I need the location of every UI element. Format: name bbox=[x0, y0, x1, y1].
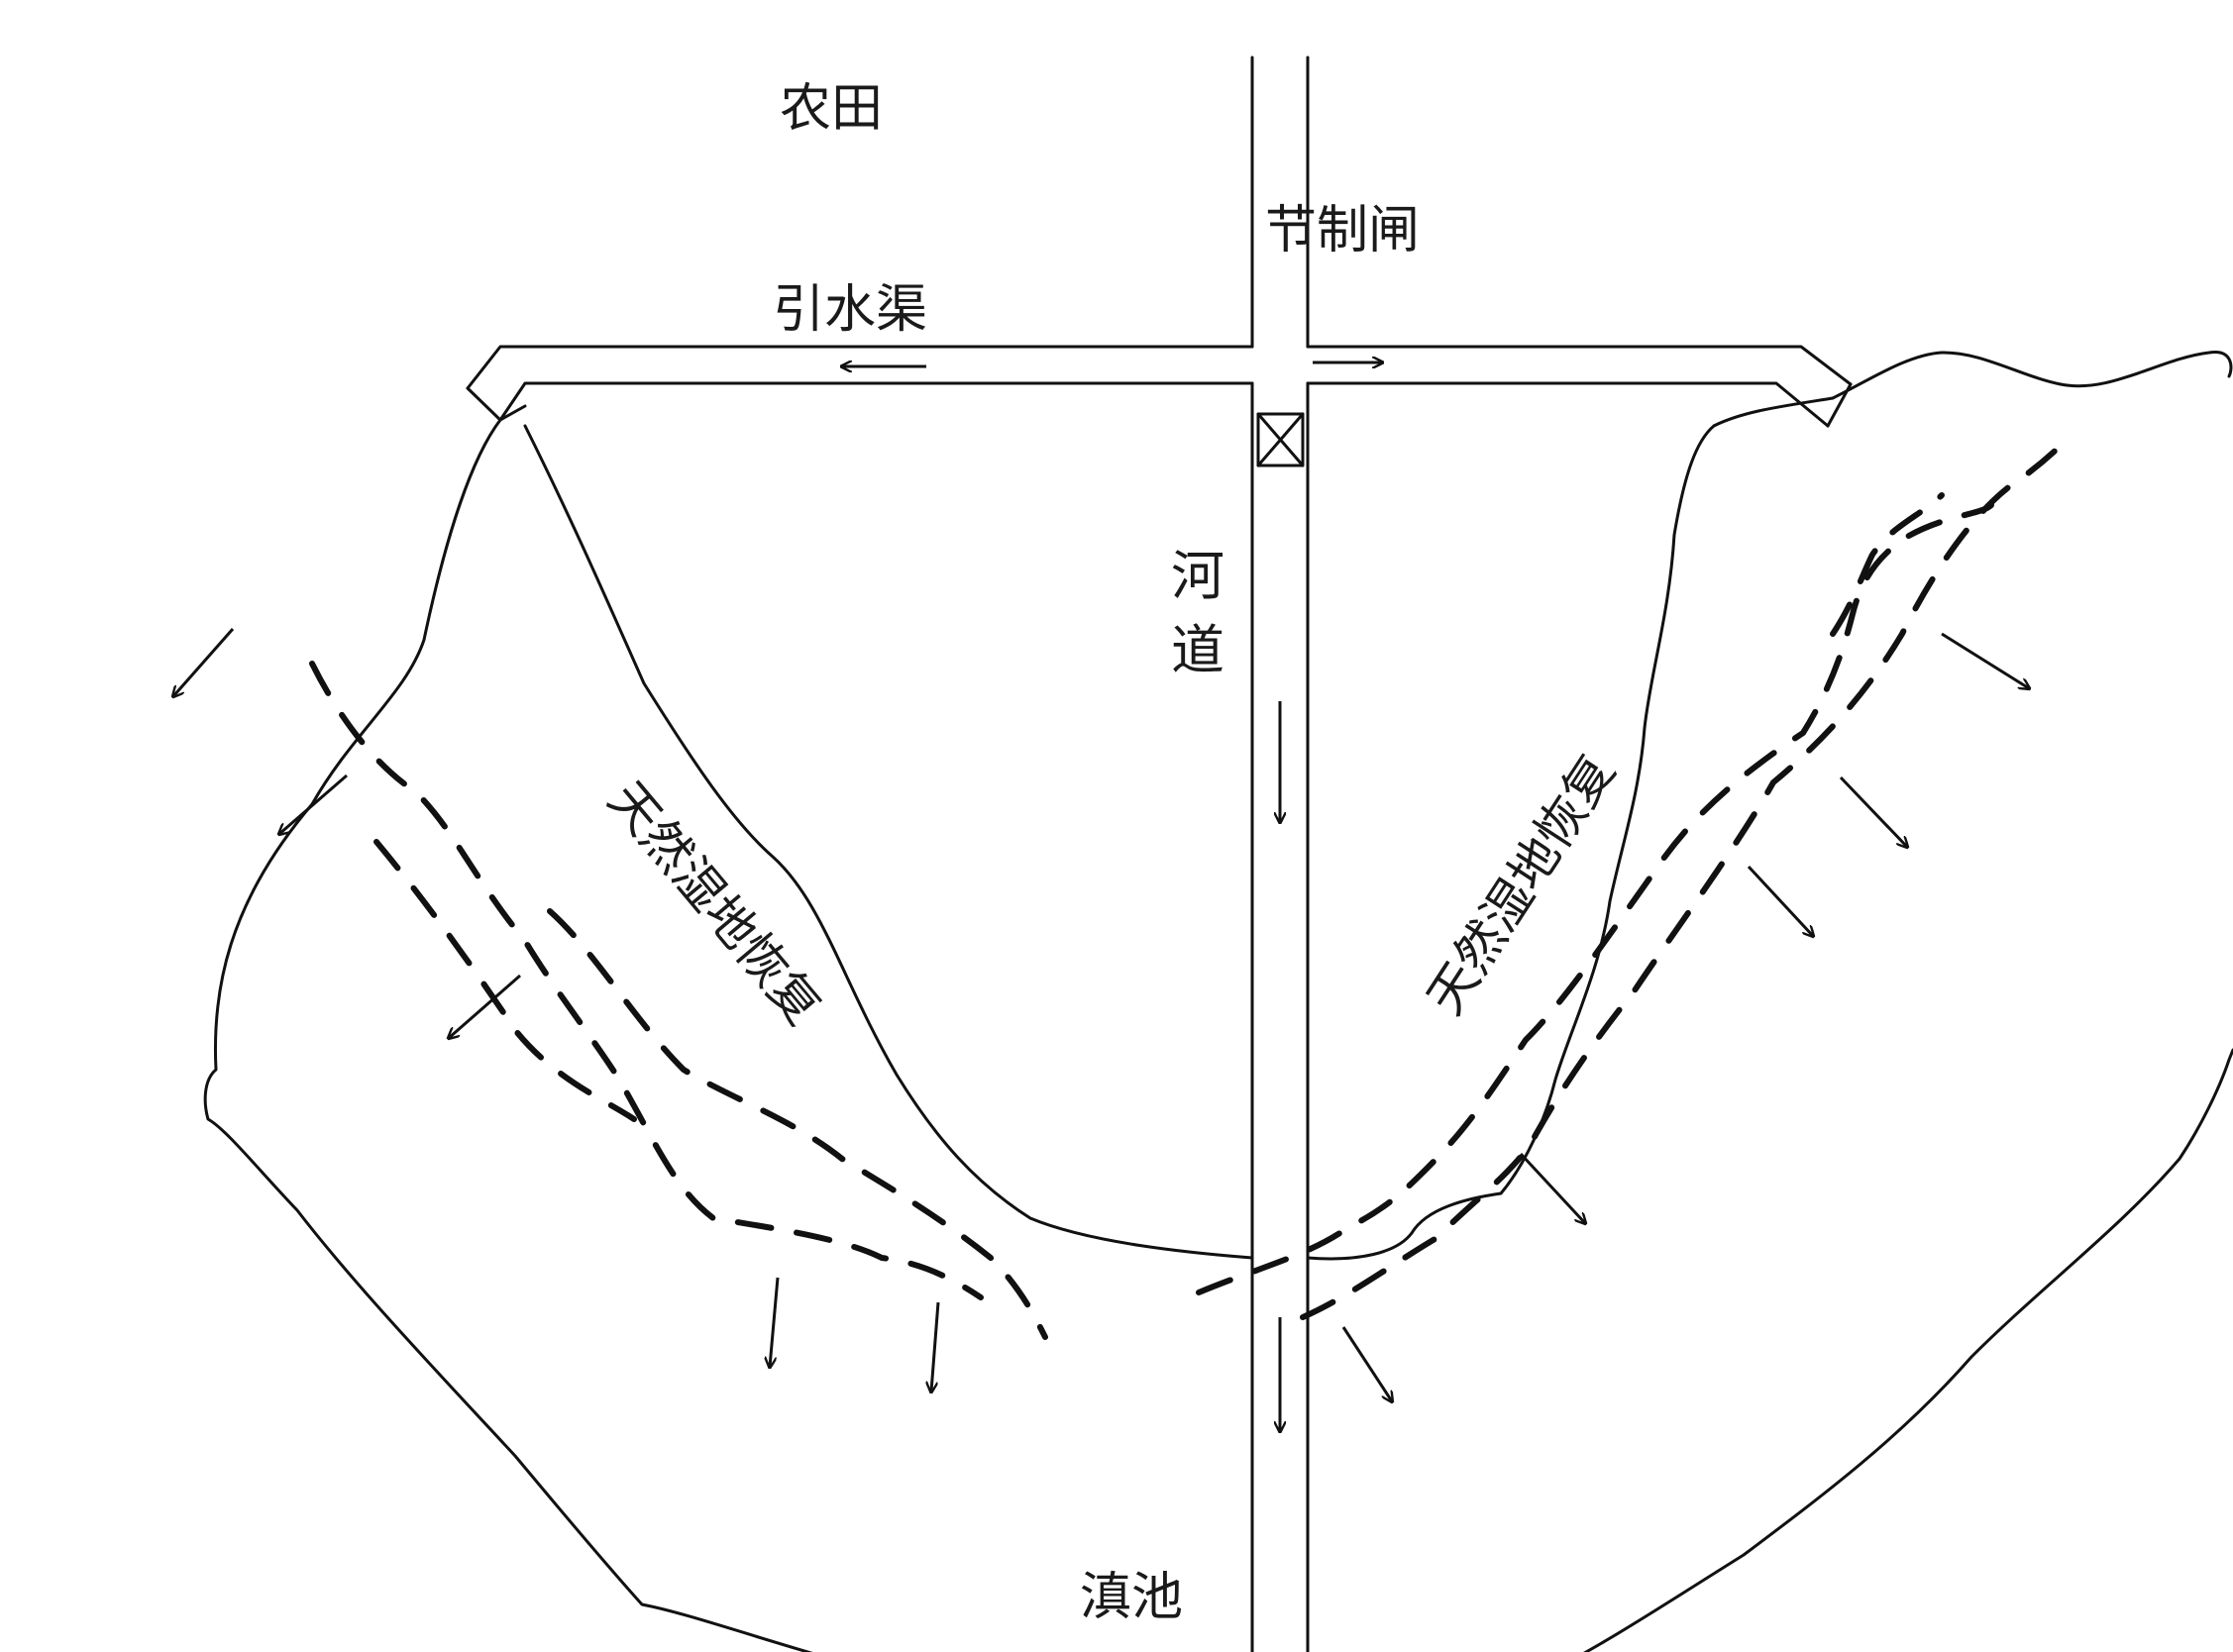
dashed-channel-left-b bbox=[547, 908, 1048, 1340]
dashed-channel-right-a bbox=[1196, 502, 1994, 1295]
left-wetland-boundary bbox=[203, 404, 813, 1652]
bay-boundary-right bbox=[1306, 424, 1716, 1261]
river-label-char-1: 河 bbox=[1171, 545, 1224, 607]
seep-arrow-bottom-2 bbox=[931, 1301, 940, 1392]
dashed-channel-left-a bbox=[309, 661, 984, 1300]
right-wetland-boundary bbox=[1583, 1048, 2233, 1652]
dashed-channel-right-c bbox=[1830, 492, 1945, 637]
wetland-label-left: 天然湿地恢复 bbox=[597, 771, 832, 1035]
seep-arrow-bottom-1 bbox=[770, 1277, 780, 1367]
seep-arrow-right-1 bbox=[1341, 1326, 1392, 1401]
sluice-gate-cross-2 bbox=[1256, 412, 1305, 467]
seep-arrow-left-1 bbox=[173, 628, 235, 696]
seep-arrow-left-2 bbox=[279, 774, 348, 834]
seep-arrow-right-3 bbox=[1747, 865, 1813, 936]
sluice-gate-box bbox=[1256, 412, 1305, 467]
seep-arrow-right-5 bbox=[1941, 632, 2029, 688]
canal-left-outer bbox=[466, 345, 1254, 390]
right-wetland-boundary-side bbox=[1712, 396, 1835, 428]
canal-left-inner bbox=[498, 381, 1254, 422]
wetland-label-right: 天然湿地恢复 bbox=[1416, 744, 1626, 1024]
farmland-label: 农田 bbox=[780, 79, 883, 139]
dashed-channel-right-b bbox=[1300, 433, 2074, 1320]
sluice-gate-label: 节制闸 bbox=[1265, 201, 1420, 260]
seep-arrow-right-4 bbox=[1839, 775, 1907, 847]
right-wetland-boundary-top bbox=[1831, 351, 2233, 400]
canal-right-end bbox=[1826, 382, 1853, 428]
dashed-channel-left-c bbox=[373, 839, 637, 1122]
seep-arrow-left-3 bbox=[449, 974, 521, 1038]
canal-left-end bbox=[466, 386, 502, 422]
seep-arrow-right-2 bbox=[1519, 1152, 1585, 1223]
canal-right-inner bbox=[1306, 381, 1830, 428]
bay-boundary-left bbox=[523, 424, 1254, 1260]
dianchi-label: 滇池 bbox=[1080, 1568, 1183, 1627]
canal-right-outer bbox=[1306, 345, 1853, 386]
diversion-canal-label: 引水渠 bbox=[773, 280, 927, 340]
river-label-char-2: 道 bbox=[1171, 619, 1224, 681]
